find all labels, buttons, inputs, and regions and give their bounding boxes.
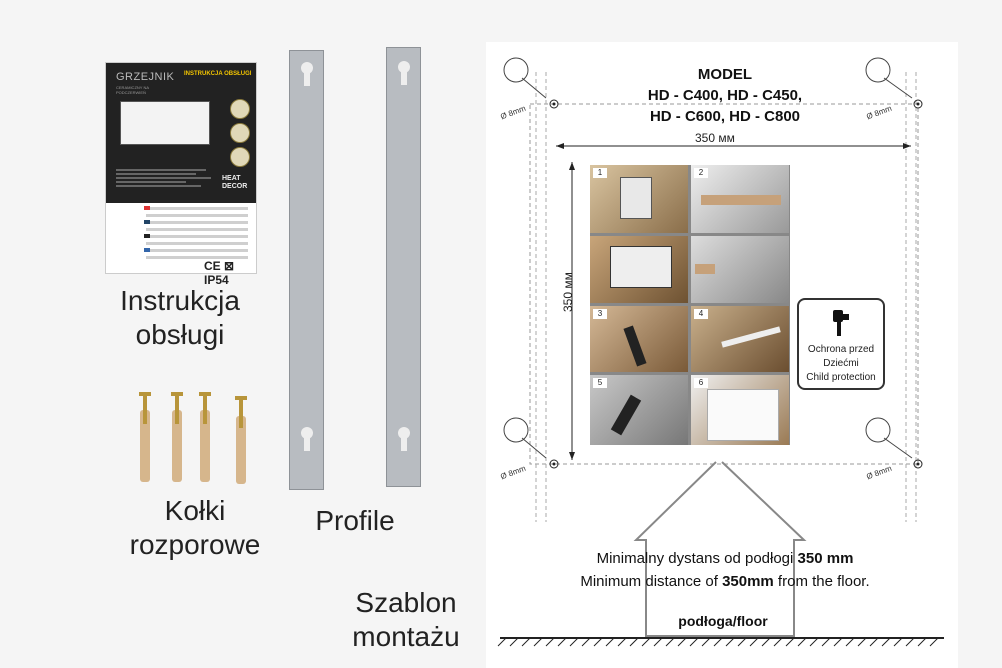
- manual-caption-line2: obsługi: [135, 319, 225, 350]
- heater-panel-image: [120, 101, 210, 145]
- floor-label: podłoga/floor: [678, 613, 768, 629]
- dowels-caption-line1: Kołki: [164, 495, 226, 526]
- certification-marks: CE ⊠ IP54: [204, 259, 235, 287]
- instruction-manual: GRZEJNIK CERAMICZNY NA PODCZERWIEŃ INSTR…: [105, 62, 257, 287]
- step-number: 4: [694, 309, 708, 319]
- min-distance-pl-text: Minimalny dystans od podłogi: [596, 550, 798, 567]
- minimum-distance-note: Minimalny dystans od podłogi 350 mm Mini…: [500, 547, 950, 593]
- child-protection-line3: Child protection: [806, 372, 876, 383]
- manual-logo: HEAT DECOR: [222, 175, 248, 190]
- feature-icon: [230, 147, 250, 167]
- dowel: [139, 392, 151, 482]
- child-protection-line2: Dziećmi: [823, 358, 859, 369]
- drill-sketch-icon: [865, 417, 913, 459]
- dowel: [171, 392, 183, 482]
- step-photo: [691, 236, 789, 303]
- step-photo: 1: [590, 165, 688, 233]
- min-distance-english: Minimum distance of 350mm from the floor…: [500, 570, 950, 593]
- model-title: MODEL: [697, 66, 753, 83]
- min-distance-en-text: Minimum distance of: [580, 573, 723, 590]
- template-drawing: [497, 57, 944, 647]
- step-number: 3: [593, 309, 607, 319]
- keyhole-slot-icon: [398, 61, 410, 85]
- drill-sketch-icon: [503, 57, 547, 99]
- keyhole-slot-icon: [301, 62, 313, 86]
- drill-sketch-icon: [503, 417, 547, 459]
- keyhole-slot-icon: [398, 427, 410, 451]
- min-distance-en-value: 350mm: [722, 573, 774, 590]
- step-photo: [590, 236, 688, 303]
- mounting-profile: [386, 47, 421, 487]
- manual-brand-subtitle: CERAMICZNY NA PODCZERWIEŃ: [116, 85, 149, 95]
- manual-text-lines: [116, 167, 248, 189]
- height-dimension-label: 350 мм: [561, 272, 575, 312]
- width-dimension-label: 350 мм: [695, 131, 735, 145]
- dowels-caption: Kołki rozporowe: [110, 494, 280, 562]
- keyhole-slot-icon: [301, 427, 313, 451]
- drill-point: [913, 459, 923, 469]
- drill-sketch-icon: [865, 57, 913, 99]
- expansion-dowels: [139, 392, 247, 484]
- manual-instruction-header: INSTRUKCJA OBSŁUGI: [184, 71, 252, 77]
- min-distance-en-suffix: from the floor.: [773, 573, 870, 590]
- model-block: MODEL HD - C400, HD - C450, HD - C600, H…: [610, 64, 840, 127]
- drill-point: [549, 459, 559, 469]
- step-photo: 4: [691, 306, 789, 372]
- min-distance-pl-value: 350 mm: [797, 550, 854, 567]
- feature-icon: [230, 99, 250, 119]
- mounting-profile: [289, 50, 324, 490]
- step-photo: 6: [691, 375, 789, 445]
- drill-point: [549, 99, 559, 109]
- manual-language-section: [106, 203, 256, 273]
- step-photo: 3: [590, 306, 688, 372]
- model-list-line1: HD - C400, HD - C450,: [647, 87, 803, 104]
- manual-caption: Instrukcja obsługi: [100, 284, 260, 352]
- step-number: 2: [694, 168, 708, 178]
- manual-caption-line1: Instrukcja: [120, 285, 240, 316]
- template-caption-line1: Szablon: [355, 587, 457, 618]
- installation-steps-grid: 1 2 3 4 5 6: [590, 165, 790, 445]
- dowel: [199, 392, 211, 482]
- step-number: 1: [593, 168, 607, 178]
- child-protection-line1: Ochrona przed: [807, 344, 875, 355]
- step-number: 5: [593, 378, 607, 388]
- profiles-caption: Profile: [315, 505, 395, 536]
- manual-brand: GRZEJNIK: [116, 71, 175, 83]
- min-distance-polish: Minimalny dystans od podłogi 350 mm: [500, 547, 950, 570]
- feature-icon: [230, 123, 250, 143]
- template-caption-line2: montażu: [352, 621, 460, 652]
- child-protection-box: Ochrona przed Dziećmi Child protection: [797, 298, 885, 390]
- step-photo: 2: [691, 165, 789, 233]
- dowels-caption-line2: rozporowe: [129, 529, 261, 560]
- template-caption: Szablon montażu: [336, 586, 476, 654]
- drill-point: [913, 99, 923, 109]
- child-lock-icon: [833, 310, 849, 336]
- model-list-line2: HD - C600, HD - C800: [649, 108, 801, 125]
- dowel: [235, 396, 247, 484]
- step-photo: 5: [590, 375, 688, 445]
- step-number: 6: [694, 378, 708, 388]
